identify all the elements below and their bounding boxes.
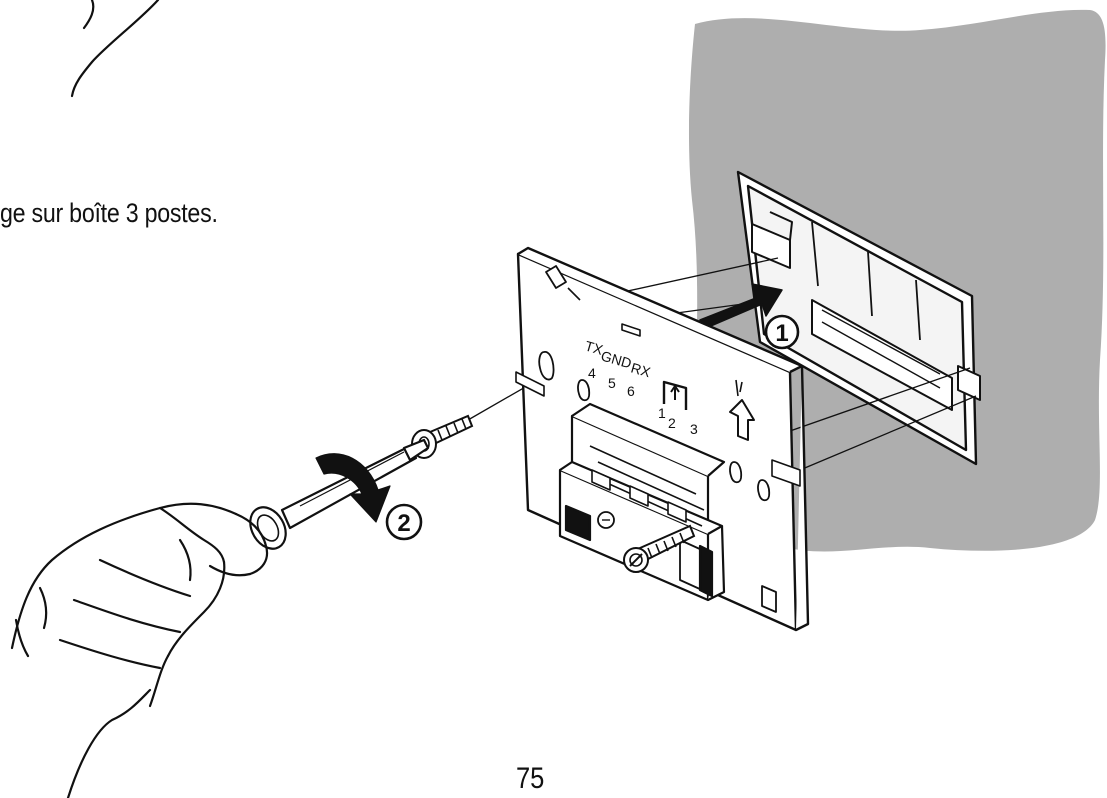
rotate-arrow-icon bbox=[315, 453, 391, 523]
label-pin1: 1 bbox=[658, 405, 666, 421]
step-marker-1: 1 bbox=[764, 314, 800, 350]
connector-symbol-icon bbox=[662, 380, 688, 410]
up-arrow-icon bbox=[729, 379, 755, 441]
hand-holding-screwdriver bbox=[10, 502, 269, 798]
label-pin2: 2 bbox=[668, 415, 676, 431]
label-rx: RX bbox=[629, 360, 653, 381]
label-pin4: 4 bbox=[588, 365, 596, 381]
plate-labels: TX GND RX 4 5 6 1 2 3 bbox=[583, 338, 698, 437]
screwdriver bbox=[249, 438, 430, 550]
label-tx: TX bbox=[583, 338, 605, 358]
hand-fragment-top bbox=[70, 0, 160, 98]
step-marker-2: 2 bbox=[385, 503, 423, 541]
instruction-caption: ge sur boîte 3 postes. bbox=[0, 198, 218, 228]
wall-box bbox=[736, 170, 981, 466]
page-number: 75 bbox=[516, 762, 545, 795]
step-marker-2-label: 2 bbox=[397, 510, 410, 537]
terminal-block bbox=[558, 402, 726, 602]
label-pin3: 3 bbox=[690, 421, 698, 437]
step-marker-1-label: 1 bbox=[775, 320, 788, 347]
insert-arrow bbox=[699, 283, 783, 329]
label-pin5: 5 bbox=[608, 375, 616, 391]
label-pin6: 6 bbox=[627, 383, 635, 399]
screw-lower bbox=[623, 524, 696, 573]
